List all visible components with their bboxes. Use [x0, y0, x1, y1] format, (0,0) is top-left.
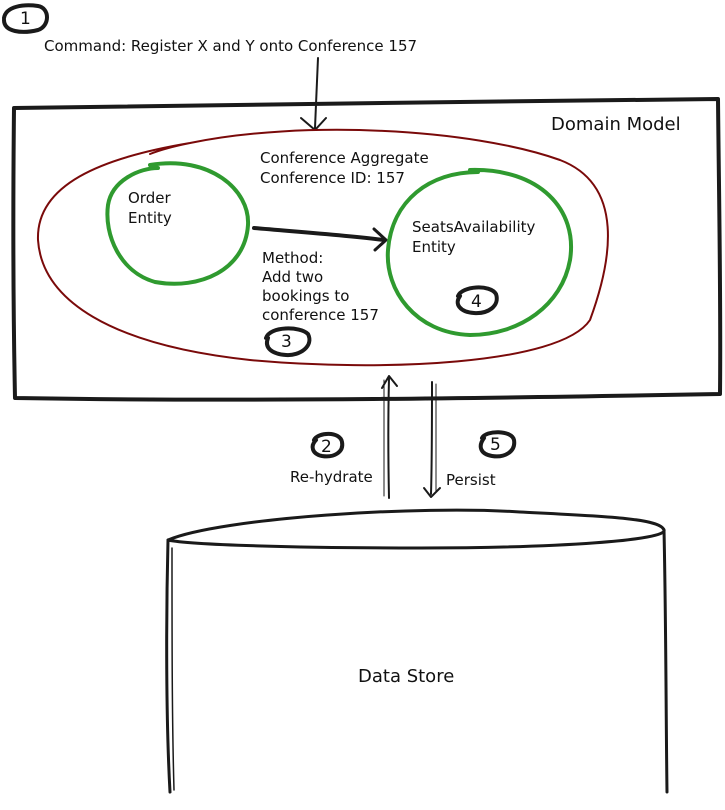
step-5-number: 5 [490, 435, 501, 455]
method-line-2: Add two [262, 268, 323, 286]
step-2-badge: 2 [310, 431, 345, 459]
persist-arrow [423, 381, 441, 498]
order-entity-name: Order [128, 189, 171, 207]
method-line-4: conference 157 [262, 306, 379, 324]
order-entity-type: Entity [128, 209, 172, 227]
aggregate-title: Conference Aggregate [260, 149, 429, 167]
step-3-number: 3 [281, 332, 292, 352]
persist-label: Persist [446, 471, 496, 489]
order-entity: Order Entity [105, 161, 251, 286]
seats-entity-type: Entity [412, 238, 456, 256]
method-line-3: bookings to [262, 287, 349, 305]
step-1-number: 1 [20, 9, 31, 29]
step-4-number: 4 [471, 292, 482, 312]
aggregate-boundary [36, 128, 609, 367]
domain-model-box: Domain Model [11, 97, 723, 402]
step-5-badge: 5 [478, 430, 517, 459]
aggregate-id: Conference ID: 157 [260, 169, 405, 187]
command-label: Command: Register X and Y onto Conferenc… [44, 37, 417, 55]
rehydrate-label: Re-hydrate [290, 468, 373, 486]
rehydrate-arrow [381, 375, 398, 499]
method-line-1: Method: [262, 249, 323, 267]
method-arrow [252, 226, 388, 252]
step-4-badge: 4 [455, 285, 499, 316]
data-store-cylinder: Data Store [165, 508, 669, 794]
step-2-number: 2 [321, 437, 332, 457]
domain-model-title: Domain Model [551, 114, 681, 135]
step-1-badge: 1 [2, 3, 49, 34]
command-arrow [300, 57, 327, 131]
step-3-badge: 3 [264, 326, 312, 358]
seats-availability-entity: SeatsAvailability Entity [385, 167, 574, 338]
data-store-label: Data Store [358, 666, 454, 687]
seats-entity-name: SeatsAvailability [412, 218, 536, 236]
